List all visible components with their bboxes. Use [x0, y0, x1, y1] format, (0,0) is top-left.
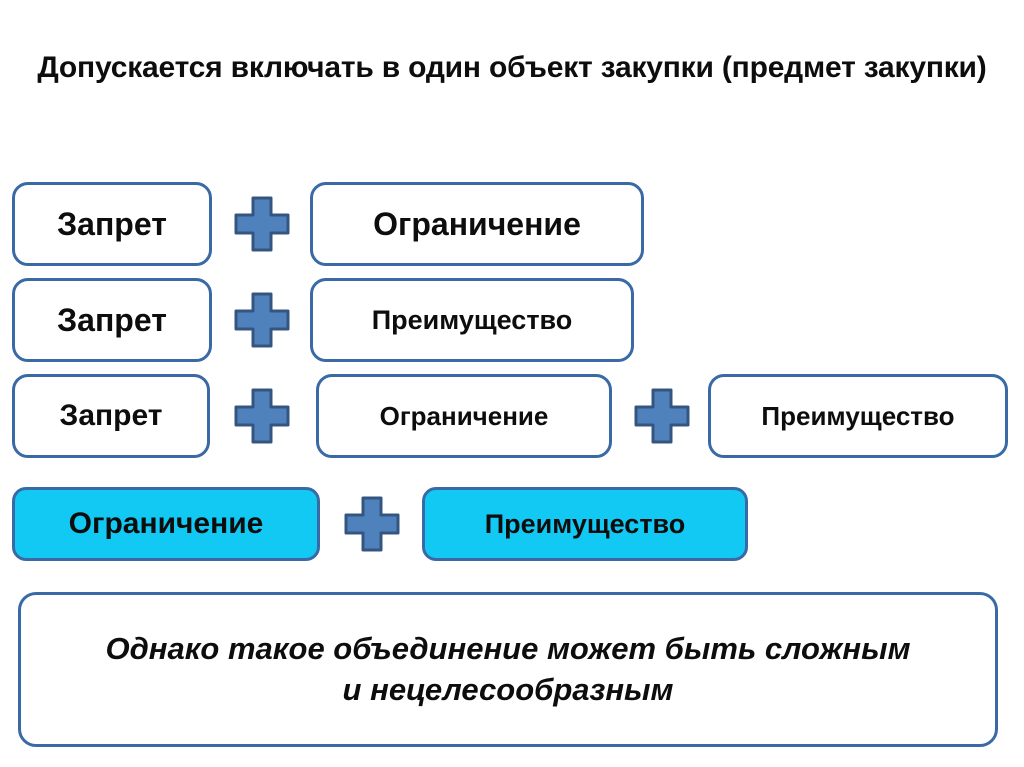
combination-row-3: Запрет Ограничение Преимущество — [0, 374, 1024, 458]
term-box-preimushchestvo-highlighted[interactable]: Преимущество — [422, 487, 748, 561]
term-box-zapret[interactable]: Запрет — [12, 278, 212, 362]
note-text: Однако такое объединение может быть слож… — [81, 629, 934, 711]
plus-icon — [232, 386, 292, 446]
note-callout-box: Однако такое объединение может быть слож… — [18, 592, 998, 747]
plus-icon — [342, 494, 402, 554]
note-line-2: и нецелесообразным — [342, 671, 674, 707]
term-box-preimushchestvo[interactable]: Преимущество — [708, 374, 1008, 458]
plus-icon — [632, 386, 692, 446]
term-box-zapret[interactable]: Запрет — [12, 182, 212, 266]
combination-row-2: Запрет Преимущество — [0, 278, 1024, 362]
term-box-preimushchestvo[interactable]: Преимущество — [310, 278, 634, 362]
term-box-zapret[interactable]: Запрет — [12, 374, 210, 458]
plus-icon — [232, 290, 292, 350]
term-box-ogranichenie[interactable]: Ограничение — [310, 182, 644, 266]
plus-icon — [232, 194, 292, 254]
page-title: Допускается включать в один объект закуп… — [37, 51, 987, 85]
combination-row-1: Запрет Ограничение — [0, 182, 1024, 266]
combination-row-4-highlighted: Ограничение Преимущество — [0, 485, 1024, 563]
term-box-ogranichenie[interactable]: Ограничение — [316, 374, 612, 458]
note-line-1: Однако такое объединение может быть слож… — [105, 630, 911, 666]
term-box-ogranichenie-highlighted[interactable]: Ограничение — [12, 487, 320, 561]
